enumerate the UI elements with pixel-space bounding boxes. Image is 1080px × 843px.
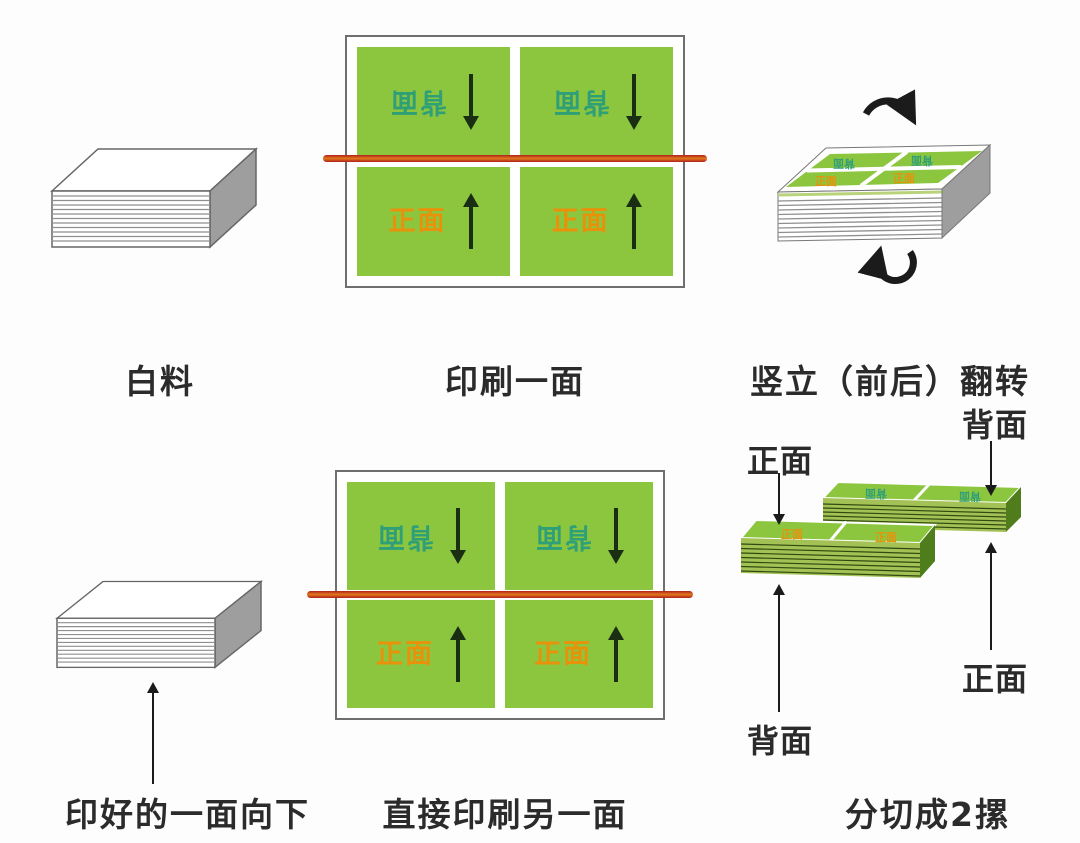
quadrant-back-label: 背面	[551, 86, 610, 118]
flip-stack-side-face	[941, 143, 991, 240]
up-arrow-icon	[462, 193, 479, 250]
top-sheet-edge	[777, 190, 943, 197]
quadrant-front-left: 正面	[357, 166, 510, 276]
quadrant-front-label: 正面	[534, 638, 592, 670]
flip-stack-front-face	[777, 188, 943, 242]
quadrant-back-label: 背面	[388, 86, 447, 118]
tiny-back-mark: 背面	[911, 154, 933, 168]
arrow-front-stack-top	[772, 473, 786, 525]
quadrant-front-right: 正面	[520, 166, 673, 276]
quadrant-back-left: 背面	[347, 482, 495, 590]
stack-sheet-lines	[52, 195, 210, 242]
quadrant-back-right: 背面	[505, 482, 653, 590]
front-stack-side-face	[920, 525, 935, 578]
label-back-stack-bottom: 正面	[961, 660, 1028, 698]
quadrant-back-label: 背面	[534, 520, 592, 552]
tiny-front-mark: 正面	[875, 531, 897, 544]
blank-paper-stack-illustration	[50, 147, 258, 249]
up-arrow-icon	[625, 193, 642, 250]
quadrant-front-right: 正面	[505, 600, 653, 708]
rotate-arrow-bottom-icon	[857, 245, 917, 284]
stack-divider	[912, 483, 931, 502]
stack-divider	[829, 521, 847, 542]
quadrant-back-label: 背面	[376, 520, 434, 552]
caption-step1: 白料	[125, 362, 195, 401]
caption-step6: 分切成2摞	[845, 795, 1010, 834]
label-front-stack-bottom: 背面	[746, 722, 813, 760]
caption-step4: 印好的一面向下	[65, 795, 310, 834]
printed-side-down-stack-illustration	[55, 580, 263, 669]
quadrant-front-label: 正面	[376, 638, 434, 670]
tiny-back-mark: 背面	[959, 490, 981, 504]
arrow-front-stack-bottom	[772, 584, 786, 712]
flip-stack-sheet-lines	[777, 197, 943, 238]
caption-step5: 直接印刷另一面	[382, 795, 628, 834]
up-arrow-to-stack	[146, 682, 160, 784]
tiny-back-mark: 背面	[865, 487, 887, 501]
printed-sheet-bottom: 背面 背面 正面 正面	[335, 470, 665, 720]
up-arrow-icon	[608, 626, 624, 682]
label-back-stack-top: 背面	[961, 406, 1028, 444]
stack-sheet-lines	[57, 622, 215, 663]
cut-stacks-illustration: 背面 背面 正面 正面	[738, 480, 1024, 578]
front-stack-sheet-lines	[740, 543, 921, 577]
quadrant-divider	[806, 165, 962, 173]
down-arrow-icon	[462, 73, 479, 130]
up-arrow-icon	[450, 626, 466, 682]
cut-line-top	[323, 155, 707, 162]
tiny-front-mark: 正面	[893, 172, 915, 185]
tiny-front-mark: 正面	[781, 528, 803, 541]
quadrant-front-label: 正面	[551, 205, 610, 237]
tiny-front-mark: 正面	[815, 175, 837, 188]
tiny-back-mark: 背面	[833, 157, 855, 171]
back-stack-side-face	[1006, 487, 1021, 532]
caption-step3: 竖立（前后）翻转	[750, 362, 1030, 401]
down-arrow-icon	[450, 508, 466, 564]
down-arrow-icon	[608, 508, 624, 564]
quadrant-back-right: 背面	[520, 47, 673, 157]
cut-line-bottom	[307, 591, 693, 598]
flip-stack-illustration: 背面 背面 正面 正面	[776, 89, 992, 284]
quadrant-back-left: 背面	[357, 47, 510, 157]
quadrant-front-label: 正面	[388, 205, 447, 237]
quadrant-front-left: 正面	[347, 600, 495, 708]
down-arrow-icon	[625, 73, 642, 130]
arrow-back-stack-bottom	[984, 542, 998, 650]
rotate-arrow-top-icon	[862, 89, 917, 126]
caption-step2: 印刷一面	[445, 362, 585, 401]
arrow-back-stack-top	[984, 441, 998, 496]
